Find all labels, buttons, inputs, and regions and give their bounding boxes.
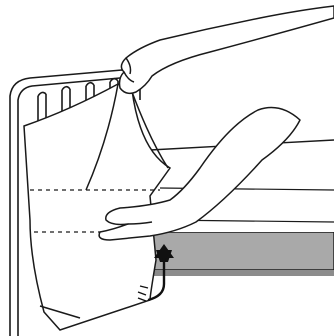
upper-hand bbox=[120, 6, 334, 93]
